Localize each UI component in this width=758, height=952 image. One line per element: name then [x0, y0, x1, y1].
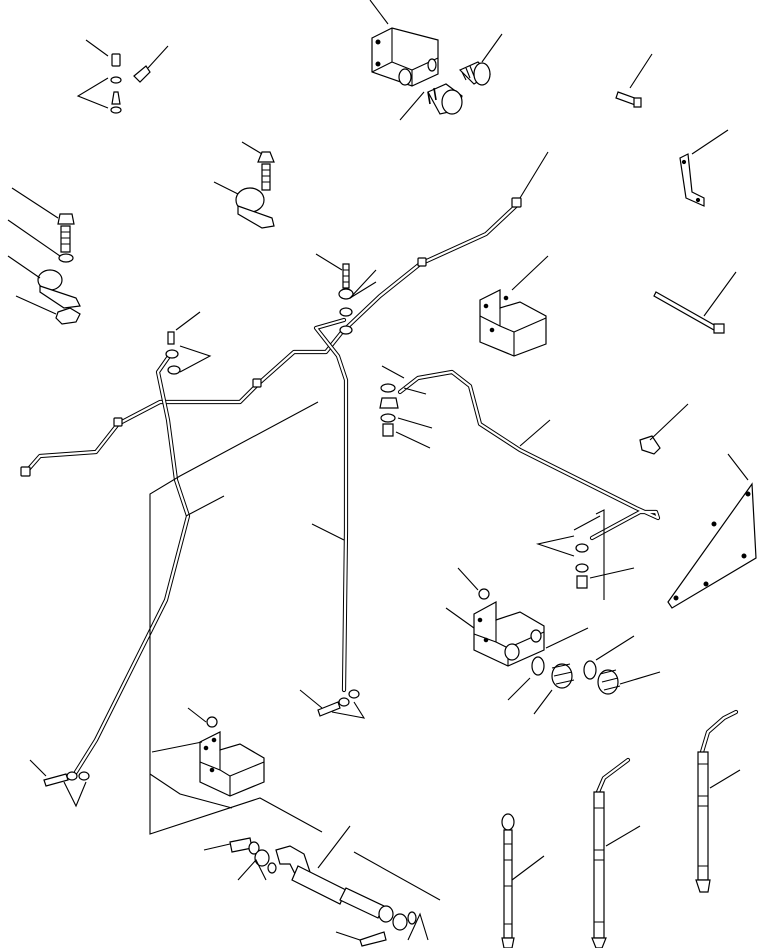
mounting-plate	[668, 454, 756, 608]
valve-block-right	[480, 256, 548, 356]
hose-vertical-2	[592, 760, 640, 948]
clamp-bolt-stack-left	[8, 188, 80, 324]
long-bolt-right	[654, 272, 736, 333]
hose-vertical-1	[502, 814, 544, 948]
bracket-right	[680, 130, 728, 206]
clamp-bolt-center	[214, 142, 274, 228]
tube-fittings	[30, 254, 688, 806]
bolt-top-right	[616, 54, 652, 107]
clamp-bolt-top-left	[78, 40, 168, 113]
valve-block-lower	[152, 708, 264, 796]
explode-lines	[150, 402, 604, 900]
solenoid-valve-block	[446, 568, 660, 714]
hose-assembly-bottom	[204, 826, 428, 946]
solenoid-valve-assembly-top	[370, 0, 502, 120]
hose-vertical-3	[696, 712, 740, 892]
tube-network	[21, 152, 658, 772]
